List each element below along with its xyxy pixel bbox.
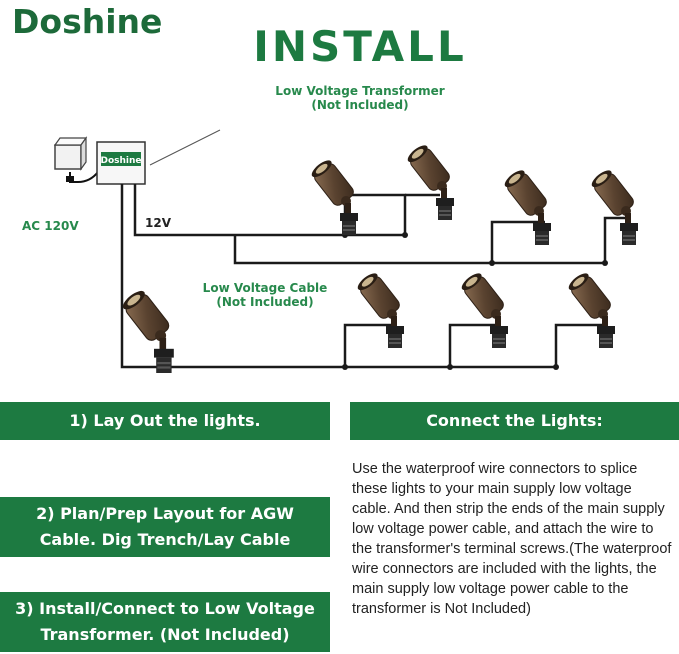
- spotlight-2: [404, 141, 455, 221]
- wiring-diagram: Doshine: [53, 129, 639, 374]
- cable-caption: Low Voltage Cable (Not Included): [202, 281, 328, 309]
- connect-heading: Connect the Lights:: [350, 402, 679, 440]
- page-title: INSTALL: [253, 22, 467, 71]
- spotlight-6: [354, 269, 405, 349]
- ac-voltage-label: AC 120V: [22, 219, 79, 233]
- step-2-banner: 2) Plan/Prep Layout for AGW Cable. Dig T…: [0, 497, 330, 557]
- step-1-banner: 1) Lay Out the lights.: [0, 402, 330, 440]
- connect-instructions: Use the waterproof wire connectors to sp…: [352, 461, 672, 617]
- transformer-box-label: Doshine: [100, 156, 141, 166]
- spotlight-1: [308, 156, 359, 236]
- spotlight-3: [501, 166, 552, 246]
- spotlight-8: [565, 269, 616, 349]
- brand-logo: Doshine: [12, 2, 163, 41]
- step-3-banner: 3) Install/Connect to Low Voltage Transf…: [0, 592, 330, 652]
- spotlight-7: [458, 269, 509, 349]
- dc-voltage-label: 12V: [145, 216, 171, 230]
- transformer-caption: Low Voltage Transformer (Not Included): [275, 84, 445, 112]
- spotlight-5: [119, 287, 175, 374]
- spotlight-4: [588, 166, 639, 246]
